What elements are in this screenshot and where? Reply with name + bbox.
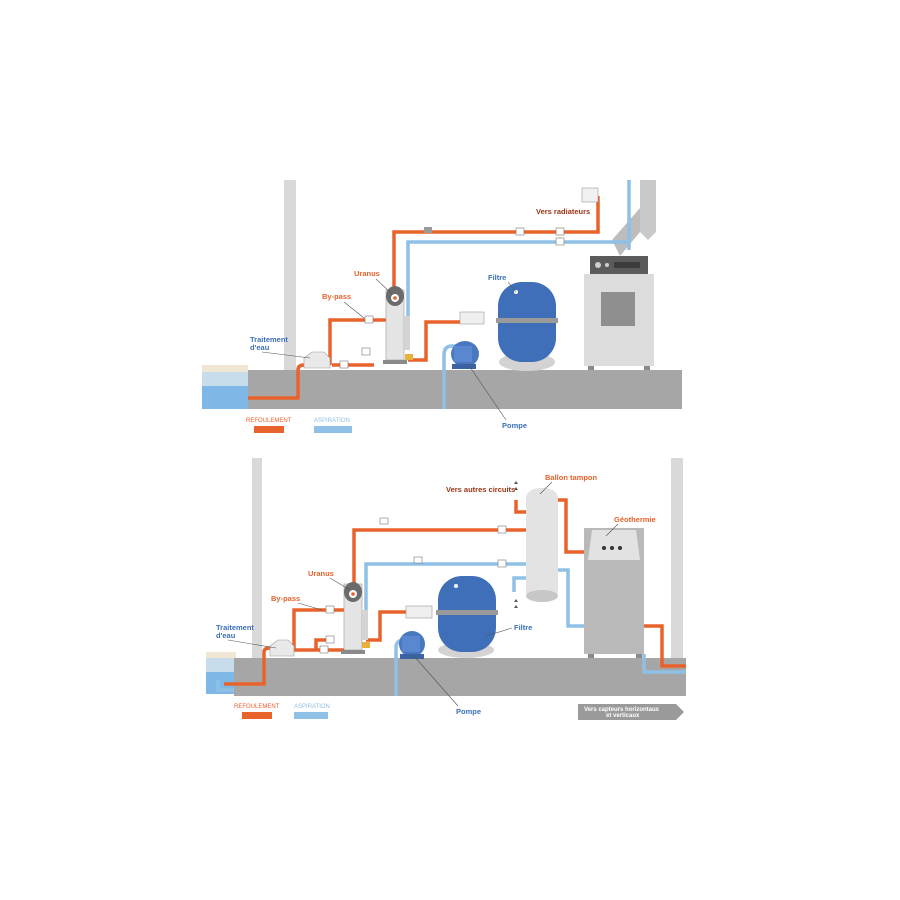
label-vers-autres-circuits: Vers autres circuits (446, 485, 515, 494)
pump-bottom (399, 605, 433, 659)
label-bypass-bottom: By-pass (271, 594, 300, 603)
aspiration-pipes (406, 180, 631, 409)
aspiration-pipes-bottom (216, 562, 686, 696)
legend-aspiration-swatch-bottom (294, 712, 328, 719)
flow-arrows (514, 481, 518, 608)
wall-left (284, 180, 296, 372)
label-pompe-bottom: Pompe (456, 707, 481, 716)
capteurs-label: Vers capteurs horizontaux et verticaux (584, 707, 661, 719)
legend-refoulement-label: REFOULEMENT (246, 418, 292, 424)
label-filtre-bottom: Filtre (514, 623, 532, 632)
legend-aspiration-swatch (314, 426, 352, 433)
water-treatment-unit (303, 351, 331, 369)
label-pompe: Pompe (502, 421, 527, 430)
buffer-tank (526, 488, 558, 602)
legend-aspiration-label: ASPIRATION (314, 418, 350, 424)
label-ballon-tampon: Ballon tampon (545, 473, 598, 482)
label-traitement-bottom-line2: d'eau (216, 631, 236, 640)
label-uranus: Uranus (354, 269, 380, 278)
water-treatment-unit-bottom (269, 639, 295, 657)
pool-coping (202, 365, 248, 375)
legend-refoulement-swatch-bottom (242, 712, 272, 719)
label-traitement-bottom: Traitement d'eau (216, 623, 256, 640)
sand-filter-bottom (436, 576, 498, 658)
legend-aspiration-label-bottom: ASPIRATION (294, 704, 330, 710)
legend-refoulement-swatch (254, 426, 284, 433)
label-vers-radiateurs: Vers radiateurs (536, 207, 590, 216)
label-traitement-line2: d'eau (250, 343, 270, 352)
diagram-bottom: Ballon tampon Vers autres circuits Géoth… (206, 458, 686, 720)
leader-geothermie (605, 523, 619, 537)
boiler (584, 256, 654, 370)
leader-traitement (261, 351, 311, 359)
leader-bypass (343, 301, 365, 319)
pool-surface (202, 372, 248, 386)
floor-bottom (234, 658, 686, 696)
label-traitement: Traitement d'eau (250, 335, 290, 352)
flue (640, 180, 656, 240)
leader-pompe (467, 363, 507, 421)
sand-filter (496, 282, 558, 371)
label-traitement-line1: Traitement (250, 335, 288, 344)
leader-traitement-bottom (227, 639, 277, 649)
capteurs-arrow (578, 704, 684, 720)
uranus-unit-bottom (341, 582, 370, 654)
leader-filtre (507, 281, 517, 293)
label-filtre: Filtre (488, 273, 506, 282)
leader-pompe-bottom (413, 655, 459, 707)
valves-bottom (319, 517, 507, 654)
wall-left-bottom (252, 458, 262, 658)
label-uranus-bottom: Uranus (308, 569, 334, 578)
uranus-unit (383, 286, 413, 364)
label-geothermie: Géothermie (614, 515, 656, 524)
pool-surface-bottom (206, 658, 236, 672)
diagram-top: Vers radiateurs Uranus Filtre By-pass Tr… (202, 180, 682, 433)
floor (248, 370, 682, 409)
wall-right-bottom (671, 458, 683, 666)
pool-coping-bottom (206, 652, 236, 660)
leader-filtre-bottom (485, 627, 513, 637)
label-bypass: By-pass (322, 292, 351, 301)
heat-pump (584, 528, 644, 658)
capteurs-label-line1: Vers capteurs horizontaux (584, 707, 660, 713)
capteurs-label-line2: et verticaux (606, 713, 640, 719)
label-traitement-bottom-line1: Traitement (216, 623, 254, 632)
flue-duct (612, 208, 640, 256)
leader-bypass-bottom (297, 602, 323, 611)
leader-uranus-bottom (329, 577, 351, 591)
leader-ballon-tampon (539, 481, 553, 495)
legend-refoulement-label-bottom: REFOULEMENT (234, 704, 280, 710)
valves (339, 187, 599, 369)
leader-uranus (375, 278, 393, 295)
pump (451, 311, 485, 369)
